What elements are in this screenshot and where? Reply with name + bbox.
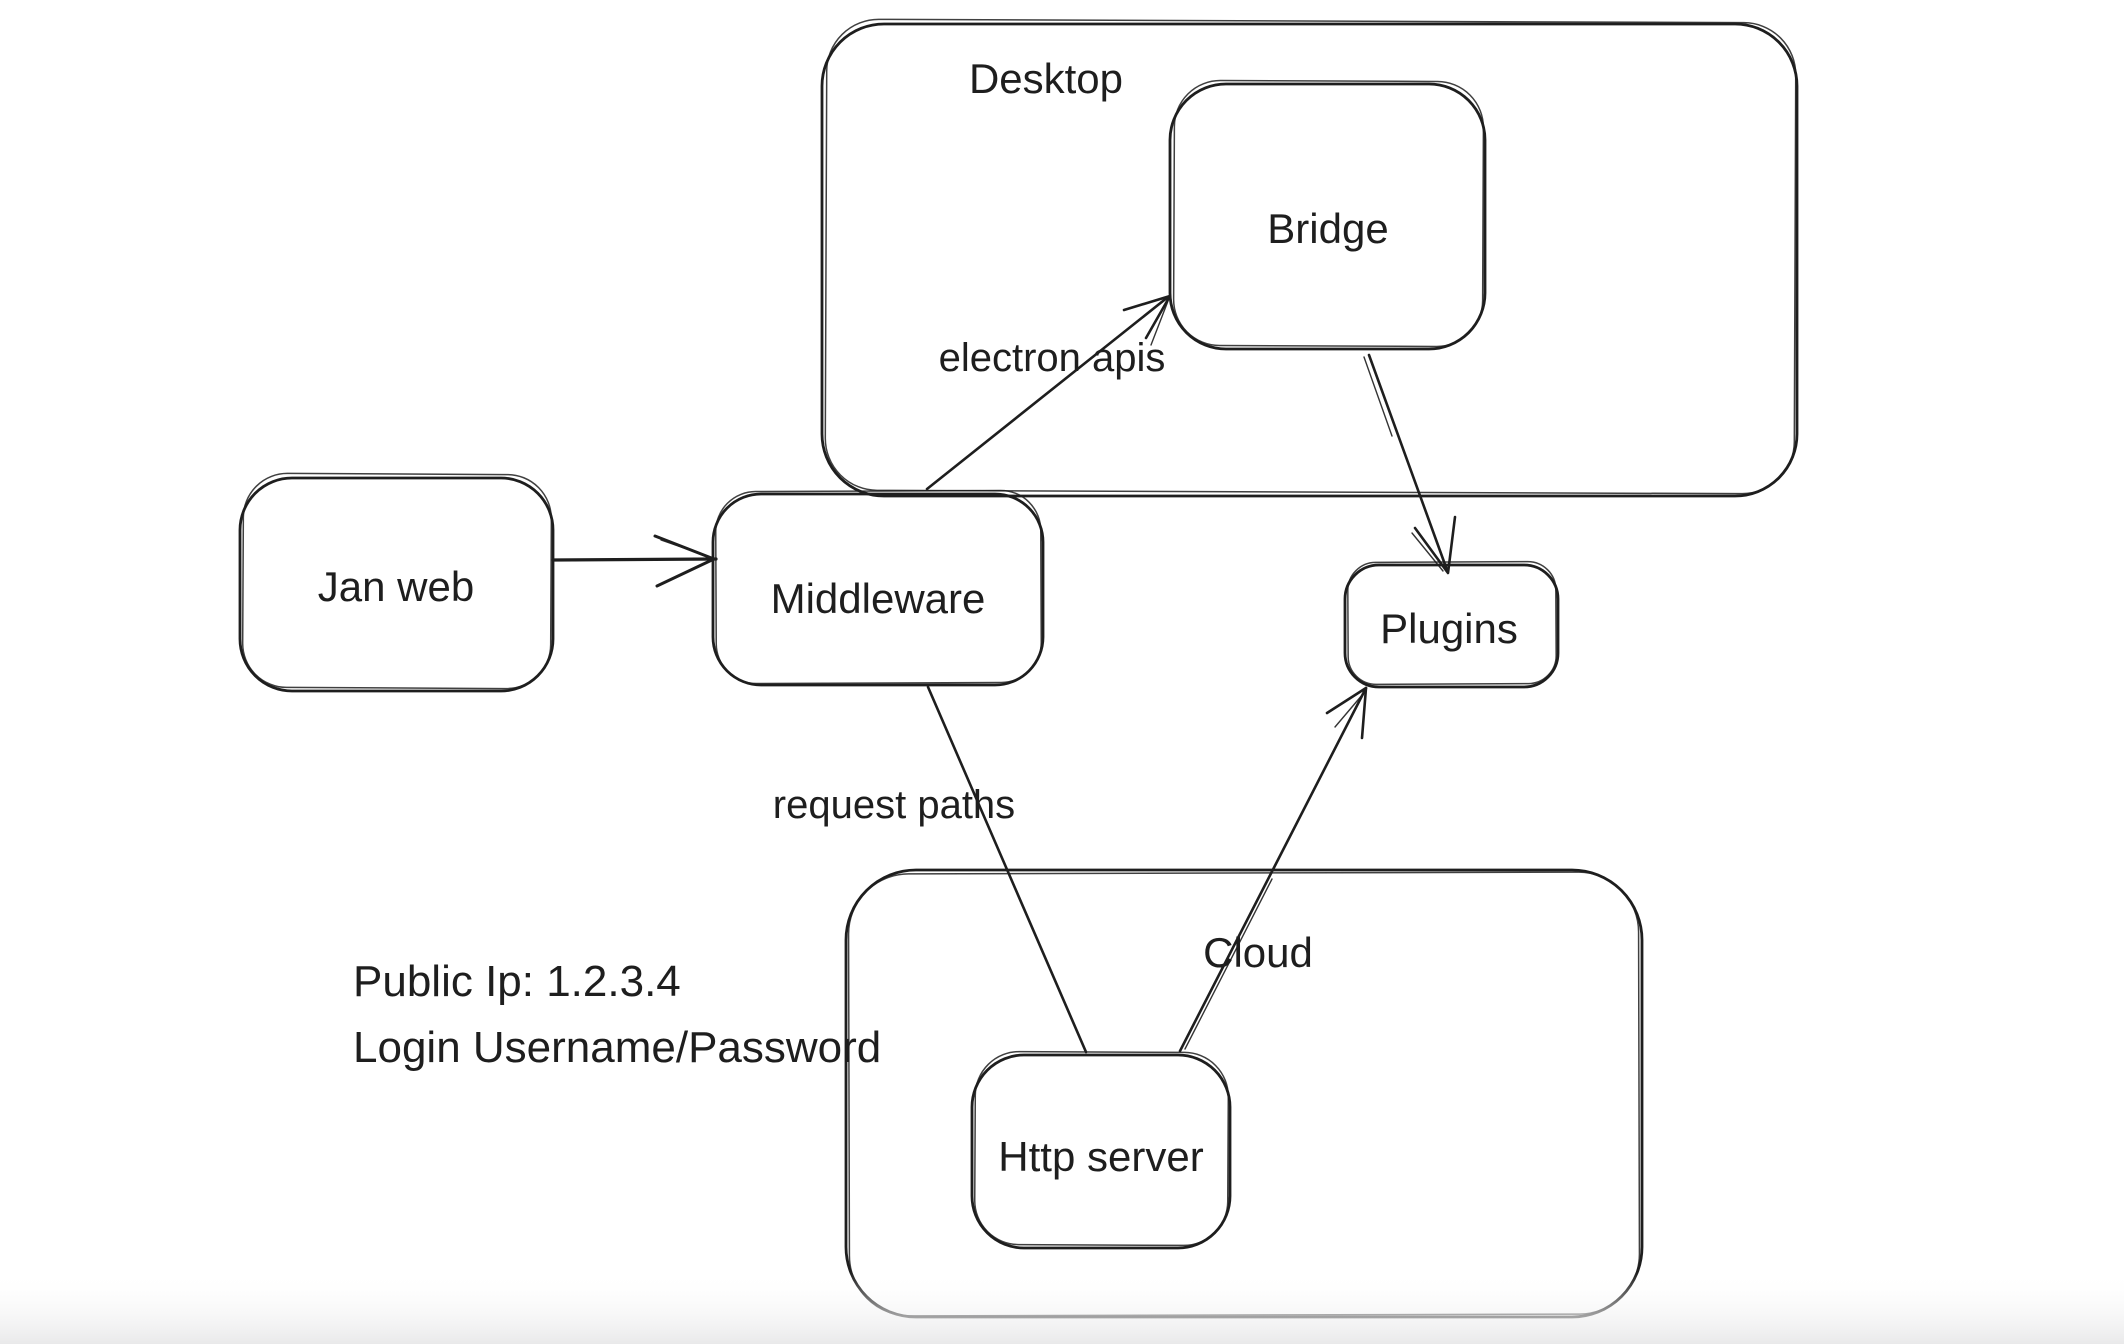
bridge-box[interactable] — [1168, 82, 1487, 351]
node-jan-web[interactable]: Jan web — [238, 472, 555, 693]
middleware-label: Middleware — [771, 575, 986, 622]
edge-http-server-to-plugins-line-sketch — [1184, 878, 1273, 1050]
edge-http-server-to-plugins[interactable] — [1178, 686, 1368, 1053]
middleware-box-sketch — [714, 489, 1042, 685]
http-server-label: Http server — [998, 1133, 1203, 1180]
middleware-box[interactable] — [711, 492, 1045, 687]
jan-web-box[interactable] — [238, 476, 555, 693]
bottom-fade-strip — [0, 1272, 2124, 1344]
http-server-box-sketch — [973, 1050, 1230, 1247]
note-public-ip: Public Ip: 1.2.3.4 — [353, 957, 681, 1006]
edge-middleware-to-bridge-label: electron apis — [939, 336, 1166, 380]
desktop-container-box-sketch — [824, 18, 1797, 495]
edge-http-server-to-plugins-arrowhead-sketch — [1334, 693, 1364, 728]
container-cloud-label: Cloud — [1203, 929, 1313, 976]
container-cloud[interactable]: Cloud — [844, 868, 1644, 1319]
node-http-server[interactable]: Http server — [970, 1050, 1232, 1250]
edge-middleware-to-http-server-line[interactable] — [926, 685, 1088, 1054]
node-bridge[interactable]: Bridge — [1168, 79, 1487, 351]
plugins-box-sketch — [1347, 560, 1557, 686]
edge-middleware-to-bridge-line[interactable] — [925, 295, 1170, 491]
edge-jan-web-to-middleware-arrowhead — [653, 534, 716, 588]
edge-jan-web-to-middleware-arrowhead-sketch — [660, 539, 711, 558]
node-middleware[interactable]: Middleware — [711, 489, 1045, 687]
bridge-box-sketch — [1172, 79, 1485, 348]
edge-bridge-to-plugins-arrowhead — [1413, 515, 1457, 575]
edge-middleware-to-bridge[interactable]: electron apis — [925, 294, 1172, 491]
plugins-label: Plugins — [1380, 605, 1518, 652]
http-server-box[interactable] — [970, 1053, 1232, 1250]
edge-middleware-to-http-server[interactable]: request paths — [773, 685, 1088, 1054]
edge-bridge-to-plugins[interactable] — [1363, 353, 1457, 575]
edge-jan-web-to-middleware-line[interactable] — [551, 557, 718, 562]
bridge-label: Bridge — [1267, 205, 1388, 252]
edge-http-server-to-plugins-line[interactable] — [1178, 686, 1368, 1053]
plugins-box[interactable] — [1343, 563, 1560, 689]
note-login: Login Username/Password — [353, 1023, 881, 1072]
edge-middleware-to-bridge-arrowhead-sketch — [1150, 300, 1169, 346]
container-desktop-label: Desktop — [969, 55, 1123, 102]
jan-web-label: Jan web — [318, 563, 474, 610]
jan-web-box-sketch — [241, 472, 553, 690]
desktop-container-box[interactable] — [820, 22, 1799, 498]
edge-middleware-to-http-server-label: request paths — [773, 783, 1015, 827]
edge-jan-web-to-middleware[interactable] — [551, 534, 718, 588]
note-credentials[interactable]: Public Ip: 1.2.3.4 Login Username/Passwo… — [353, 957, 881, 1072]
edge-bridge-to-plugins-line[interactable] — [1367, 353, 1449, 572]
edge-bridge-to-plugins-line-sketch — [1363, 356, 1393, 437]
edge-http-server-to-plugins-arrowhead — [1325, 686, 1368, 740]
container-desktop[interactable]: Desktop — [820, 18, 1799, 498]
node-plugins[interactable]: Plugins — [1343, 560, 1560, 689]
